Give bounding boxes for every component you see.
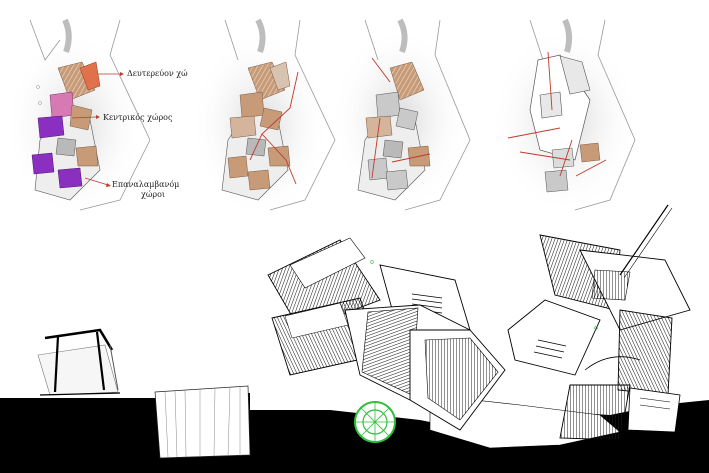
cylindrical-volume <box>154 385 251 459</box>
annotation-repeated-spaces-line1: Επαναλαμβανόμ <box>112 180 180 189</box>
small-structure <box>37 328 121 396</box>
annotation-central-space: Κεντρικός χώρος <box>103 113 173 122</box>
plan-2 <box>190 18 336 220</box>
annotation-repeated-spaces-line2: χώροι <box>141 190 166 199</box>
hatched-volumes <box>267 204 691 441</box>
plan-1 <box>5 18 151 220</box>
plan-3 <box>330 18 471 215</box>
tree-symbol <box>354 401 396 443</box>
annotation-secondary-space: Δευτερεύον χώ <box>127 69 188 78</box>
plan-4 <box>490 18 640 215</box>
